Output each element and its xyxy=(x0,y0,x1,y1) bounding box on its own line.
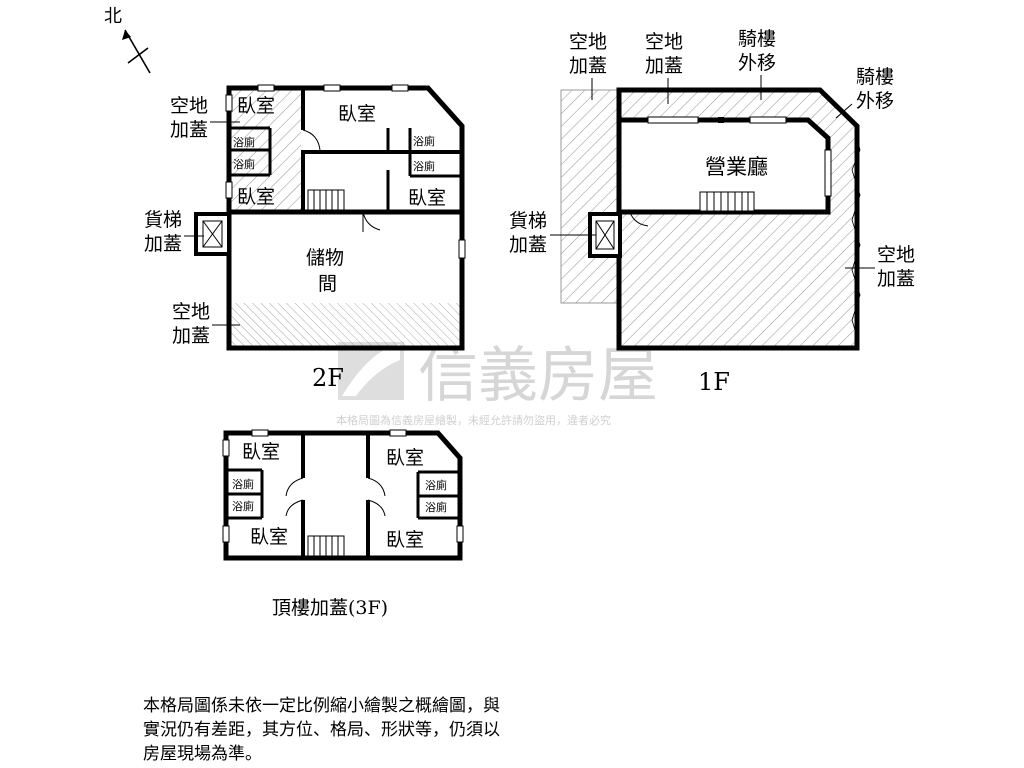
2f-storage-label-1: 儲物 xyxy=(306,247,344,269)
2f-callout-addition-bottom-2: 加蓋 xyxy=(172,325,210,347)
2f-callout-addition-bottom-1: 空地 xyxy=(172,301,210,323)
3f-bath-3: 浴廁 xyxy=(425,478,447,492)
2f-bath-2: 浴廁 xyxy=(233,157,255,171)
watermark: 信義房屋 本格局圖為信義房屋繪製，未經允許請勿盜用，違者必究 xyxy=(336,341,658,427)
watermark-notice: 本格局圖為信義房屋繪製，未經允許請勿盜用，違者必究 xyxy=(336,413,611,427)
addition-west-lot xyxy=(560,89,620,304)
2f-bath-3: 浴廁 xyxy=(413,134,435,148)
3f-bedroom-bl: 臥室 xyxy=(250,526,288,548)
1f-callout-addition-left-2: 加蓋 xyxy=(569,55,607,77)
2f-bedroom-d: 臥室 xyxy=(408,187,446,209)
1f-callout-addition-right-1: 空地 xyxy=(877,244,915,266)
1f-callout-arcade-right-1: 騎樓 xyxy=(856,66,894,88)
2f-callout-addition-top-2: 加蓋 xyxy=(170,119,208,141)
2f-bath-4: 浴廁 xyxy=(413,159,435,173)
floor-2-plan: 臥室 臥室 浴廁 浴廁 浴廁 浴廁 臥室 臥室 儲物 間 空地 加蓋 貨梯 加蓋… xyxy=(144,84,466,392)
disclaimer-note: 本格局圖係未依一定比例縮小繪製之概繪圖，與 實況仍有差距，其方位、格局、形狀等，… xyxy=(143,694,583,766)
1f-lobby-label: 營業廳 xyxy=(705,155,768,179)
3f-bedroom-tl: 臥室 xyxy=(242,441,280,463)
1f-callout-addition-left-1: 空地 xyxy=(569,31,607,53)
3f-bath-4: 浴廁 xyxy=(425,500,447,514)
3f-bath-1: 浴廁 xyxy=(232,477,254,491)
1f-callout-arcade-right-2: 外移 xyxy=(856,90,894,112)
1f-floor-title: 1F xyxy=(698,368,730,396)
1f-callout-addition-right-2: 加蓋 xyxy=(877,268,915,290)
staircase-2f xyxy=(307,189,345,211)
1f-callout-elevator-2: 加蓋 xyxy=(509,234,547,256)
2f-callout-elevator-1: 貨梯 xyxy=(144,209,182,231)
watermark-brand: 信義房屋 xyxy=(418,341,658,411)
addition-south-strip xyxy=(229,303,462,348)
1f-callout-addition-mid-1: 空地 xyxy=(645,31,683,53)
2f-bedroom-a: 臥室 xyxy=(237,95,275,117)
floor-1-plan: 營業廳 空地 加蓋 空地 加蓋 騎樓 外移 騎樓 外移 貨梯 加蓋 空地 加蓋 … xyxy=(509,28,915,396)
disclaimer-line-1: 本格局圖係未依一定比例縮小繪製之概繪圖，與 xyxy=(143,696,500,716)
1f-callout-addition-mid-2: 加蓋 xyxy=(645,55,683,77)
3f-bedroom-br: 臥室 xyxy=(386,529,424,551)
2f-bedroom-c: 臥室 xyxy=(237,186,275,208)
3f-floor-title: 頂樓加蓋(3F) xyxy=(272,597,388,619)
north-label: 北 xyxy=(104,6,122,27)
2f-floor-title: 2F xyxy=(312,364,344,392)
disclaimer-line-2: 實況仍有差距，其方位、格局、形狀等，仍須以 xyxy=(143,720,500,740)
staircase-1f xyxy=(699,191,755,212)
1f-callout-elevator-1: 貨梯 xyxy=(509,210,547,232)
1f-callout-arcade-2: 外移 xyxy=(738,52,776,74)
brand-logo-icon xyxy=(338,342,404,400)
3f-bath-2: 浴廁 xyxy=(232,499,254,513)
disclaimer-line-3: 房屋現場為準。 xyxy=(143,744,262,764)
floor-3-plan: 臥室 臥室 浴廁 浴廁 浴廁 浴廁 臥室 臥室 頂樓加蓋(3F) xyxy=(222,429,464,619)
1f-callout-arcade-1: 騎樓 xyxy=(738,28,776,50)
north-arrow-icon xyxy=(122,29,151,74)
2f-storage-label-2: 間 xyxy=(318,273,337,295)
2f-bath-1: 浴廁 xyxy=(233,135,255,149)
2f-callout-elevator-2: 加蓋 xyxy=(144,233,182,255)
2f-callout-addition-top-1: 空地 xyxy=(170,95,208,117)
staircase-3f xyxy=(307,535,345,557)
3f-bedroom-tr: 臥室 xyxy=(386,447,424,469)
2f-bedroom-b: 臥室 xyxy=(338,103,376,125)
